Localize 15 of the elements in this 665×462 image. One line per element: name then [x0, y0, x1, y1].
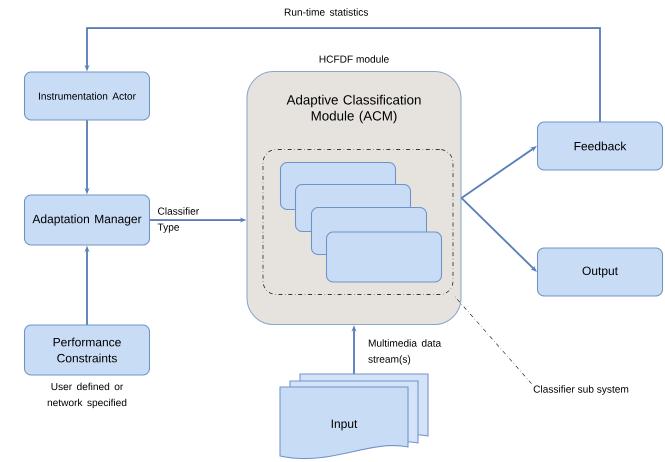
process-box: Instrumentation Actor — [24, 71, 150, 121]
leader-line — [453, 294, 532, 384]
classifier-card — [326, 231, 442, 283]
subsystem-box — [262, 149, 454, 295]
process-box: Performance Constraints User defined or network specified — [24, 324, 150, 408]
process-box: Feedback — [536, 121, 664, 171]
process-box: Adaptation Manager — [24, 194, 150, 246]
edge-label: Classifier Type — [158, 207, 199, 233]
node-label: HCFDF module — [320, 55, 389, 63]
node-label: User defined or network specified — [48, 382, 126, 408]
annotation-text: Classifier sub system — [534, 385, 628, 395]
document-stack: Input — [279, 373, 429, 460]
edge-label: Multimedia data stream(s) — [368, 339, 442, 365]
process-box: Output — [536, 247, 664, 297]
edge-label: Run-time statistics — [284, 8, 368, 16]
